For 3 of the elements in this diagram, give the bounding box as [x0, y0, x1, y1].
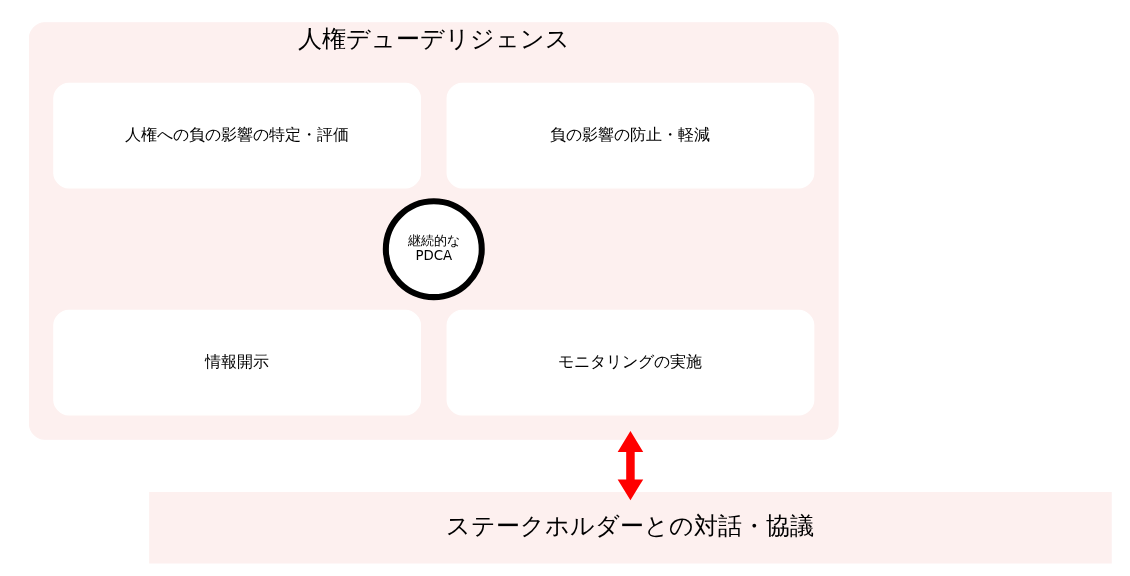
node-circle: 継続的な PDCA [382, 198, 485, 301]
node-box: ステークホルダーとの対話・協議 [148, 491, 1112, 564]
arrow [617, 431, 643, 501]
